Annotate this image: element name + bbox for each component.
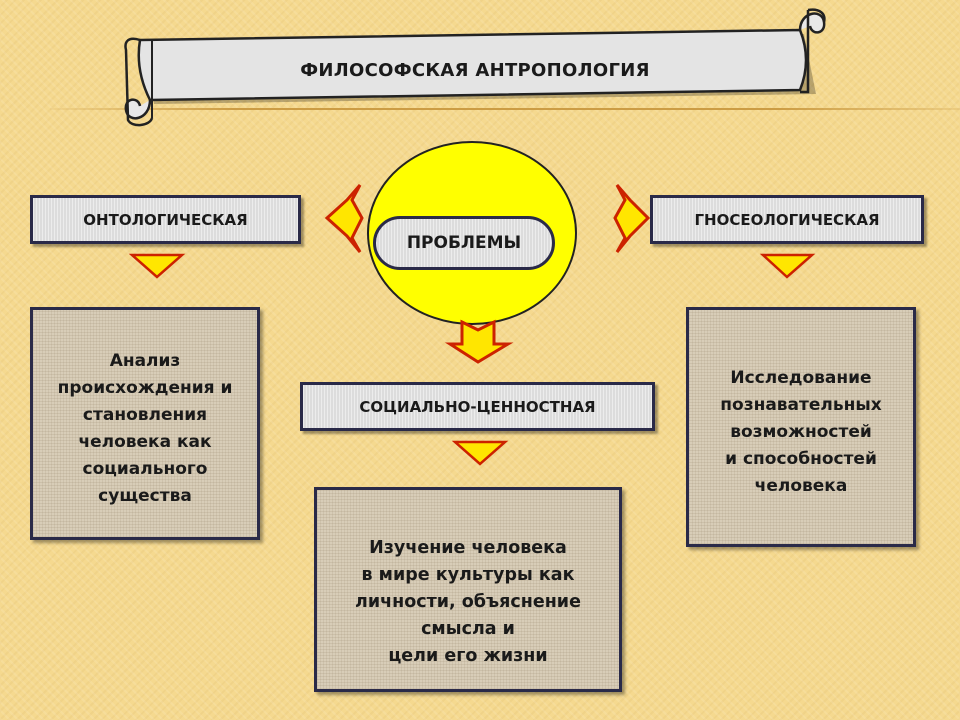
- social-value-text: Изучение человека в мире культуры как ли…: [355, 538, 581, 666]
- title-rule-line: [50, 108, 960, 110]
- down-arrow-icon: [444, 319, 514, 364]
- page-title: ФИЛОСОФСКАЯ АНТРОПОЛОГИЯ: [300, 59, 650, 81]
- middle-triangle-icon: [451, 440, 509, 466]
- right-arrow-icon: [613, 184, 651, 253]
- left-triangle-icon: [128, 253, 186, 279]
- gnoseological-text: Исследование познавательных возможностей…: [720, 368, 882, 496]
- gnoseological-label: ГНОСЕОЛОГИЧЕСКАЯ: [650, 195, 924, 244]
- ontological-label: ОНТОЛОГИЧЕСКАЯ: [30, 195, 301, 244]
- problems-label: ПРОБЛЕМЫ: [373, 216, 555, 270]
- ontological-description: Анализ происхождения и становления челов…: [30, 307, 260, 540]
- left-arrow-icon: [324, 184, 364, 253]
- ontological-text: Анализ происхождения и становления челов…: [57, 351, 233, 506]
- gnoseological-description: Исследование познавательных возможностей…: [686, 307, 916, 547]
- social-value-description: Изучение человека в мире культуры как ли…: [314, 487, 622, 692]
- social-value-label: СОЦИАЛЬНО-ЦЕННОСТНАЯ: [300, 382, 655, 431]
- title-scroll-banner: [124, 8, 826, 127]
- right-triangle-icon: [759, 253, 816, 279]
